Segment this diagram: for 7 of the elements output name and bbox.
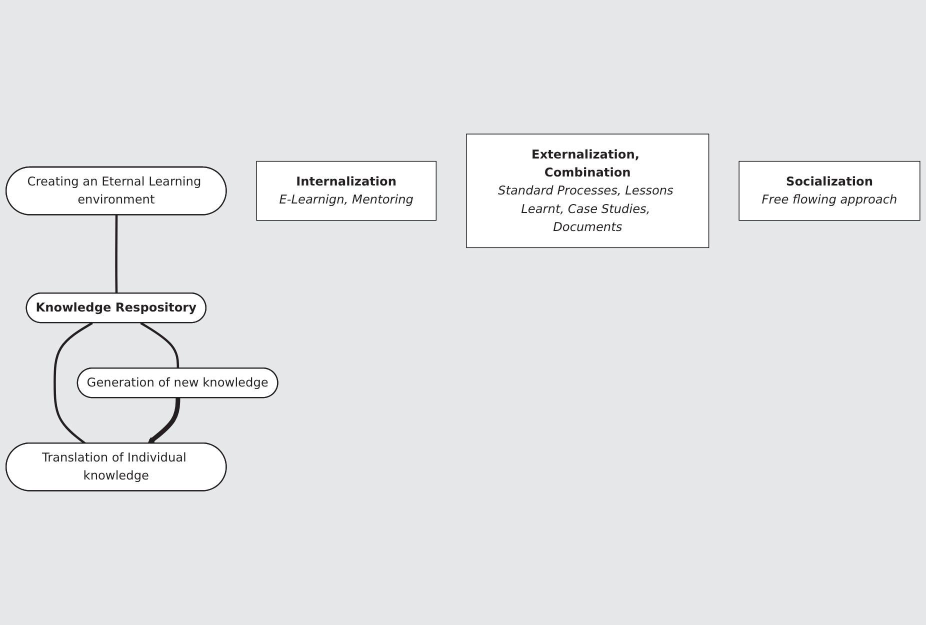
connector (140, 322, 180, 369)
connector (115, 215, 118, 294)
node-box: Socialization Free flowing approach (738, 161, 920, 221)
node-box: Internalization E-Learnign, Mentoring (256, 161, 437, 221)
connector (54, 322, 93, 444)
node-box: Externalization, Combination Standard Processes, Lessons Learnt, Case Studies, Documents (466, 134, 710, 248)
arrow (148, 398, 180, 444)
